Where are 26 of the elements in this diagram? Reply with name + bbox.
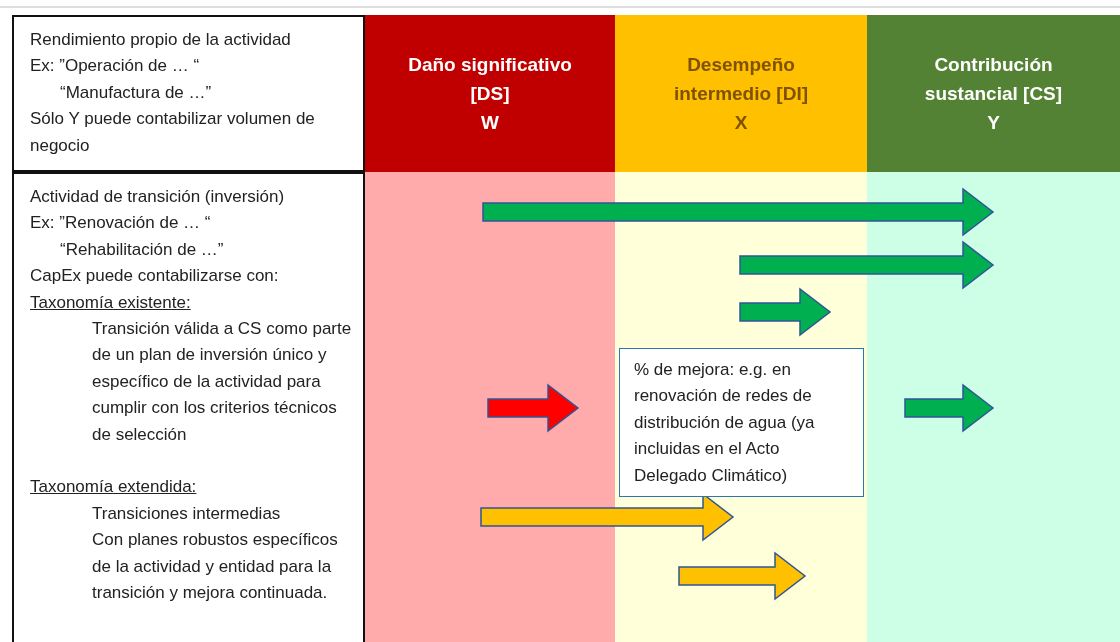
header-cell [615,15,867,172]
table-cell [12,172,365,642]
note-text: % de mejora: e.g. en renovación de redes de distribución de agua (ya incluidas en el Acto Delegado Climático) [634,359,816,487]
column-heading: W [480,111,500,135]
description-text: “Manufactura de …” [60,81,213,104]
description-text: Actividad de transición (inversión) [30,186,286,208]
table-cell [12,15,365,172]
section-heading: Taxonomía existente: [30,291,192,314]
description-text: Sólo Y puede contabilizar volumen de negocio [30,108,316,157]
column-heading: Desempeño intermedio [DI] [672,53,810,106]
column-heading: Daño significativo [DS] [407,53,573,106]
description-text: Con planes robustos específicos de la actividad y entidad para la transición y mejora continuada. [92,529,339,604]
header-cell [867,15,1120,172]
description-text: CapEx puede contabilizarse con: [30,265,280,288]
column-heading: X [733,111,749,135]
column-heading: Contribución sustancial [CS] [923,53,1064,106]
description-text: “Rehabilitación de …” [60,238,225,261]
column-heading: Y [986,111,1001,135]
description-text: Rendimiento propio de la actividad [30,29,292,51]
description-text: Ex: ”Operación de … “ [30,55,201,78]
section-heading: Taxonomía extendida: [30,476,198,499]
description-text: Transición válida a CS como parte de un plan de inversión único y específico de la actividad para cumplir con los criterios técnicos de selección [92,318,353,446]
header-cell [365,15,615,172]
description-text: Ex: ”Renovación de … “ [30,212,212,235]
note-box [619,348,864,497]
description-text: Transiciones intermedias [92,502,282,525]
